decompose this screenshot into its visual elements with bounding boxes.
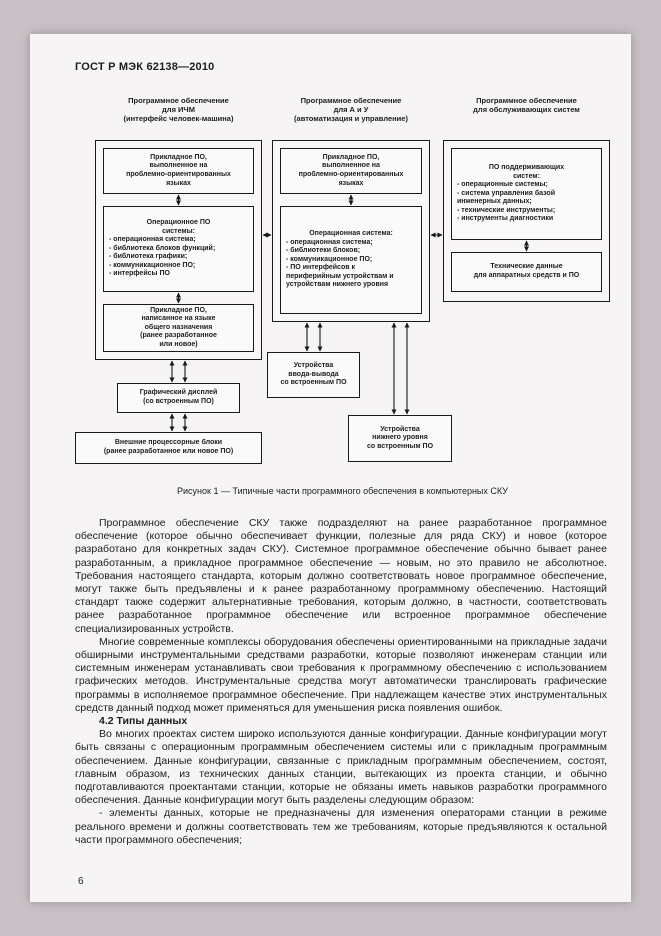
- list-item-data-elements: - элементы данных, которые не предназнач…: [75, 807, 607, 846]
- graphic-display-box: Графический дисплей (со встроенным ПО): [117, 383, 240, 413]
- hmi-applied-software-box: Прикладное ПО, выполненное на проблемно-…: [103, 148, 254, 194]
- io-devices-box: Устройства ввода-вывода со встроенным ПО: [267, 352, 360, 398]
- support-systems-software-title: ПО поддерживающих систем:: [488, 163, 565, 180]
- external-processor-label: Внешние процессорные блоки (ранее разраб…: [103, 439, 234, 455]
- hmi-operating-software-items: - операционная система; - библиотека бло…: [109, 236, 216, 278]
- graphic-display-label: Графический дисплей (со встроенным ПО): [139, 389, 218, 405]
- external-processor-box: Внешние процессорные блоки (ранее разраб…: [75, 432, 262, 464]
- support-systems-software-box: ПО поддерживающих систем: - операционные…: [451, 148, 602, 240]
- hmi-applied-software-label: Прикладное ПО, выполненное на проблемно-…: [126, 153, 231, 187]
- io-devices-label: Устройства ввода-вывода со встроенным ПО: [280, 362, 347, 387]
- automation-applied-software-label: Прикладное ПО, выполненное на проблемно-…: [298, 153, 404, 187]
- section-heading-4-2: 4.2 Типы данных: [99, 715, 188, 728]
- figure-caption: Рисунок 1 — Типичные части программного …: [177, 486, 508, 496]
- body-text: Программное обеспечение СКУ также подраз…: [75, 517, 607, 847]
- technical-data-label: Технические данные для аппаратных средст…: [473, 263, 580, 279]
- paragraph-development-tools: Многие современные комплексы оборудовани…: [75, 635, 607, 714]
- technical-data-box: Технические данные для аппаратных средст…: [451, 252, 602, 292]
- hmi-operating-software-box: Операционное ПО системы: - операционная …: [103, 206, 254, 292]
- automation-operating-system-items: - операционная система; - библиотеки бло…: [286, 238, 394, 289]
- support-systems-software-items: - операционные системы; - система управл…: [457, 181, 556, 223]
- paragraph-configuration-data: Во многих проектах систем широко использ…: [75, 728, 607, 807]
- column-header-automation: Программное обеспечение для А и У (автом…: [294, 96, 408, 123]
- hmi-general-language-label: Прикладное ПО, написанное на языке общег…: [140, 306, 217, 348]
- figure-1-diagram: Программное обеспечение для ИЧМ (интерфе…: [70, 90, 615, 470]
- document-page: ГОСТ Р МЭК 62138—2010 Программное обеспе…: [30, 34, 631, 902]
- low-level-devices-box: Устройства нижнего уровня со встроенным …: [348, 415, 452, 462]
- automation-operating-system-title: Операционная система:: [309, 229, 393, 237]
- automation-operating-system-box: Операционная система: - операционная сис…: [280, 206, 422, 314]
- hmi-operating-software-title: Операционное ПО системы:: [146, 218, 211, 235]
- paragraph-software-classification: Программное обеспечение СКУ также подраз…: [75, 517, 607, 635]
- document-number-header: ГОСТ Р МЭК 62138—2010: [75, 61, 215, 73]
- column-header-hmi: Программное обеспечение для ИЧМ (интерфе…: [123, 96, 234, 123]
- column-header-service: Программное обеспечение для обслуживающи…: [473, 96, 580, 114]
- hmi-general-language-box: Прикладное ПО, написанное на языке общег…: [103, 304, 254, 352]
- page-number: 6: [78, 876, 84, 887]
- low-level-devices-label: Устройства нижнего уровня со встроенным …: [366, 425, 434, 450]
- automation-applied-software-box: Прикладное ПО, выполненное на проблемно-…: [280, 148, 422, 194]
